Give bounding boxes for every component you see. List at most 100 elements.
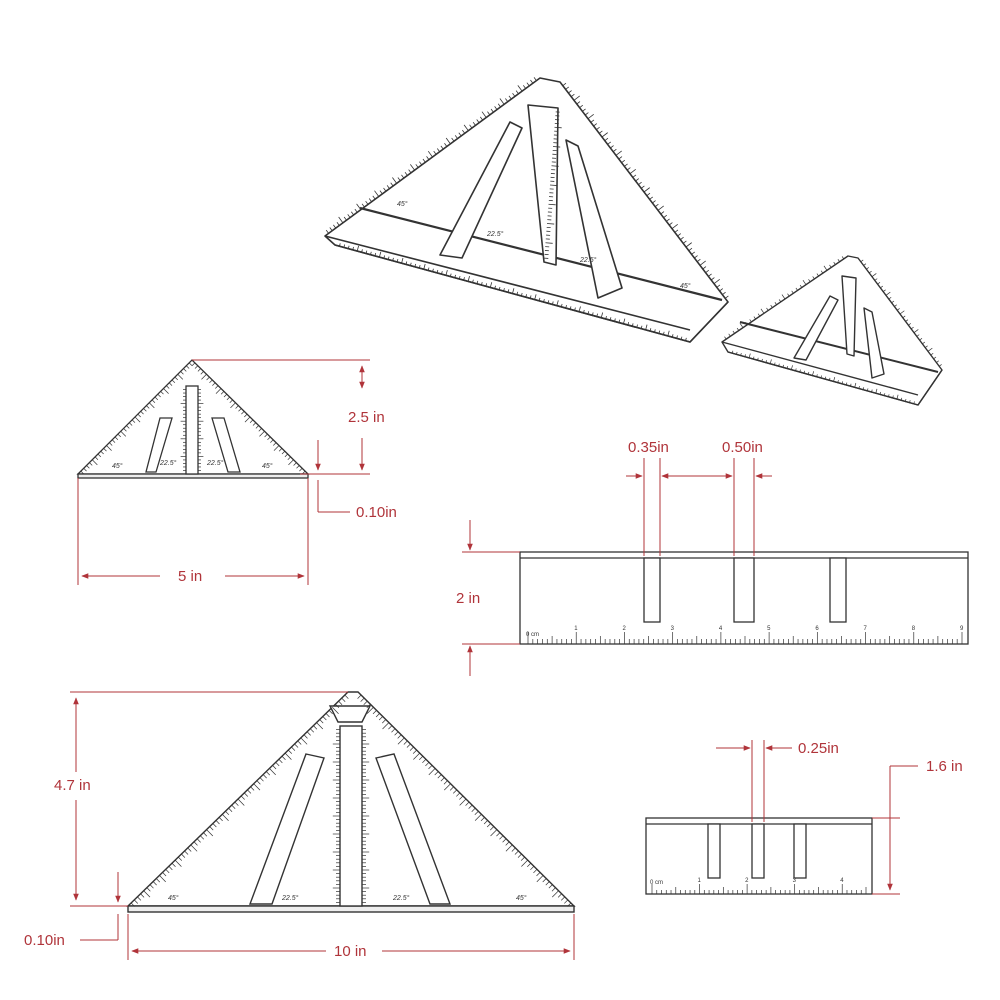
ruler-tick	[862, 387, 865, 390]
ruler-tick	[440, 145, 444, 150]
ruler-tick	[163, 388, 169, 394]
ruler-tick	[397, 734, 402, 739]
ruler-tick	[392, 257, 394, 261]
ruler-tick	[159, 875, 166, 883]
ruler-tick	[708, 273, 712, 277]
ruler-tick	[593, 123, 598, 127]
persp-large-22-left: 22.5°	[486, 230, 504, 238]
ruler-tick	[241, 411, 245, 415]
ruler-tick	[220, 391, 225, 395]
ruler-tick	[565, 86, 570, 90]
ruler-tick	[444, 143, 448, 147]
ruler-tick	[378, 251, 382, 258]
ruler-tick	[483, 820, 488, 825]
persp-large-22-right: 22.5°	[579, 256, 597, 264]
ruler-tick	[463, 277, 465, 281]
ruler-tick	[916, 334, 920, 337]
ruler-tick	[803, 370, 806, 374]
ruler-tick	[156, 878, 161, 883]
ruler-tick	[530, 79, 534, 84]
dim-small-height: 2.5 in	[348, 409, 385, 426]
ruler-tick	[601, 132, 608, 138]
ruler-tick	[244, 413, 248, 418]
ruler-tick	[799, 369, 801, 373]
ruler-tick	[445, 137, 451, 145]
ruler-tick	[499, 835, 504, 840]
ruler-tick	[451, 137, 455, 142]
ruler-tick	[568, 90, 572, 94]
ruler-tick	[503, 288, 505, 292]
ruler-tick	[396, 258, 399, 263]
ruler-tick	[646, 192, 651, 196]
ruler-tick	[459, 798, 467, 806]
ruler-tick	[374, 190, 380, 197]
ruler-tick	[130, 902, 135, 907]
ruler-tick	[514, 850, 519, 855]
ruler-tick	[677, 233, 682, 237]
ruler-tick	[423, 263, 426, 270]
large-45-right: 45°	[516, 894, 527, 902]
ruler-tick	[406, 743, 411, 748]
ruler-tick	[888, 394, 890, 397]
ruler-tick	[913, 329, 919, 333]
ruler-tick	[676, 335, 678, 339]
ruler-tick	[643, 187, 650, 193]
ruler-tick	[409, 164, 415, 171]
ruler-tick	[479, 116, 483, 121]
ruler-tick	[564, 899, 569, 904]
ruler-tick	[909, 400, 911, 403]
side-ruler-unit: 0 cm	[650, 880, 663, 886]
ruler-tick	[422, 759, 427, 764]
ruler-tick	[638, 181, 642, 185]
ruler-tick	[591, 312, 594, 316]
ruler-tick	[694, 255, 698, 259]
ruler-tick	[882, 289, 886, 292]
ruler-tick	[900, 397, 903, 401]
front-ruler-number: 3	[671, 626, 675, 632]
ruler-tick	[454, 135, 458, 139]
ruler-tick	[237, 798, 245, 806]
dim-large-width: 10 in	[334, 943, 367, 960]
ruler-tick	[705, 269, 710, 273]
ruler-tick	[436, 269, 439, 273]
ruler-tick	[166, 385, 170, 389]
ruler-tick	[584, 112, 589, 116]
ruler-tick	[300, 737, 308, 745]
ruler-tick	[171, 379, 176, 384]
ruler-tick	[866, 388, 869, 391]
ruler-tick	[662, 331, 665, 335]
ruler-tick	[888, 296, 892, 300]
ruler-tick	[724, 295, 729, 299]
ruler-tick	[765, 360, 768, 363]
ruler-tick	[234, 801, 239, 806]
ruler-tick	[919, 338, 923, 341]
ruler-tick	[174, 859, 182, 867]
ruler-tick	[904, 398, 907, 402]
ruler-tick	[184, 850, 189, 855]
ruler-tick	[682, 240, 687, 244]
ruler-tick	[474, 814, 482, 821]
ruler-tick	[408, 169, 412, 174]
ruler-tick	[663, 214, 668, 218]
ruler-tick	[272, 765, 277, 770]
small-22-left: 22.5°	[159, 459, 177, 467]
ruler-tick	[341, 697, 346, 702]
ruler-tick	[404, 171, 408, 176]
ruler-tick	[739, 323, 744, 328]
ruler-tick	[576, 101, 581, 105]
ruler-tick	[203, 832, 208, 837]
ruler-tick	[894, 304, 898, 307]
ruler-tick	[270, 439, 274, 443]
ruler-tick	[515, 90, 519, 95]
ruler-tick	[517, 853, 522, 858]
ruler-tick	[297, 740, 302, 745]
front-ruler-number: 5	[767, 626, 771, 632]
ruler-tick	[795, 368, 797, 371]
ruler-tick	[336, 222, 340, 226]
ruler-tick	[490, 826, 495, 831]
ruler-tick	[745, 322, 748, 325]
ruler-tick	[598, 130, 603, 134]
ruler-tick	[410, 262, 412, 266]
ruler-tick	[820, 270, 824, 274]
